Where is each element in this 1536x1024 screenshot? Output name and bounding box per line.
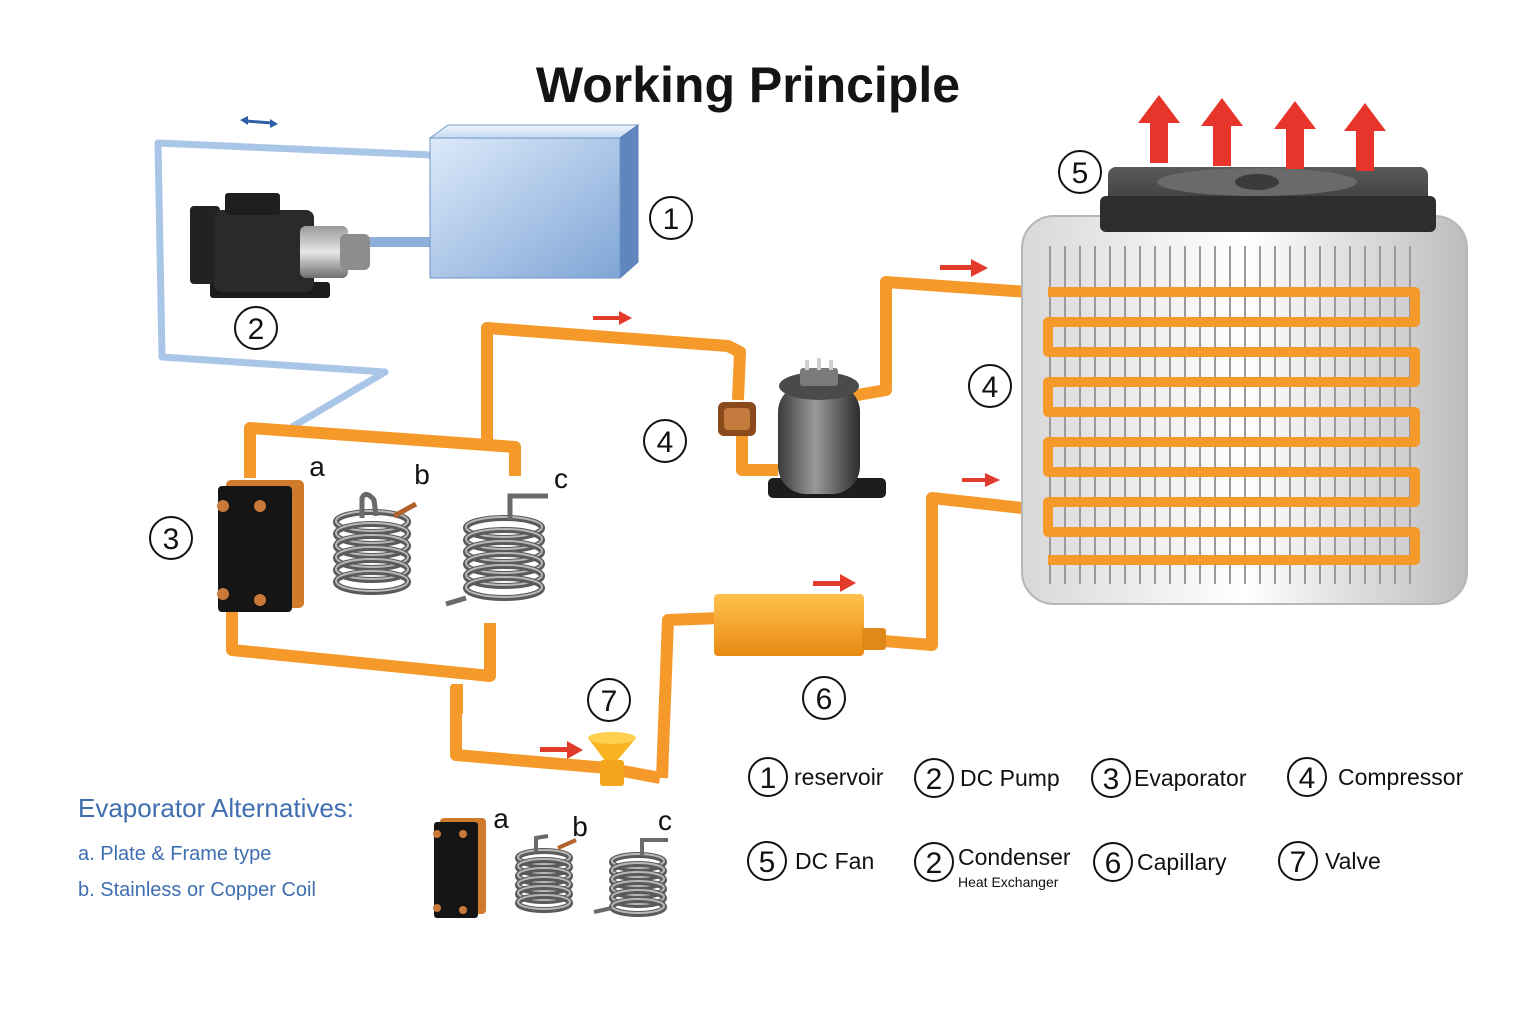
svg-text:4: 4 (657, 426, 674, 459)
svg-text:3: 3 (1103, 763, 1120, 796)
callout-condenser: 4 (968, 364, 1012, 408)
legend-item-evaporator: 3 Evaporator (1091, 758, 1247, 798)
legend-item-reservoir: 1 reservoir (748, 757, 884, 797)
callout-pump: 2 (234, 306, 278, 350)
alt-evaporator-coil-b (515, 834, 577, 913)
page-title: Working Principle (536, 57, 960, 113)
airflow-arrows (1138, 95, 1386, 171)
condenser-coil (1043, 287, 1420, 565)
alt-evaporator-plate (433, 818, 486, 918)
svg-text:6: 6 (816, 683, 833, 716)
alt-label-c: c (658, 805, 672, 836)
svg-text:reservoir: reservoir (794, 764, 884, 790)
svg-text:Valve: Valve (1325, 848, 1381, 874)
valve (588, 732, 636, 786)
variant-label-c: c (554, 463, 568, 494)
reservoir (428, 124, 640, 280)
alt-label-a: a (493, 803, 509, 834)
alt-evaporator-coil-c (593, 838, 668, 917)
callout-reservoir: 1 (649, 196, 693, 240)
alternative-item-b: b. Stainless or Copper Coil (78, 879, 316, 901)
capillary (714, 594, 886, 656)
variant-label-b: b (414, 459, 430, 490)
legend-item-valve: 7 Valve (1278, 841, 1381, 881)
svg-text:7: 7 (1290, 846, 1307, 879)
valve-stub-pipe (451, 684, 463, 714)
legend-item-compressor: 4 Compressor (1287, 757, 1464, 797)
svg-text:Heat Exchanger: Heat Exchanger (958, 874, 1059, 890)
svg-text:1: 1 (760, 762, 777, 795)
condenser (1021, 215, 1468, 605)
legend-item-condenser: 2 Condenser Heat Exchanger (914, 842, 1071, 890)
svg-text:2: 2 (926, 763, 943, 796)
svg-text:Capillary: Capillary (1137, 849, 1227, 875)
evaporator-alternatives: Evaporator Alternatives: a. Plate & Fram… (78, 793, 672, 918)
dc-pump (190, 193, 370, 298)
svg-text:7: 7 (601, 685, 618, 718)
svg-text:Compressor: Compressor (1338, 764, 1464, 790)
water-flow-arrow (240, 116, 278, 128)
svg-text:DC Fan: DC Fan (795, 848, 874, 874)
alt-label-b: b (572, 811, 588, 842)
evaporator-coil-c (445, 493, 548, 607)
svg-text:2: 2 (926, 847, 943, 880)
legend-item-dc-pump: 2 DC Pump (914, 758, 1060, 798)
svg-text:5: 5 (1072, 157, 1089, 190)
svg-text:Evaporator: Evaporator (1134, 765, 1247, 791)
callout-evaporator: 3 (149, 516, 193, 560)
svg-text:4: 4 (1299, 762, 1316, 795)
svg-text:Condenser: Condenser (958, 844, 1071, 870)
variant-label-a: a (309, 451, 325, 482)
legend: 1 reservoir 2 DC Pump 3 Evaporator 4 Com… (747, 757, 1464, 890)
alternative-item-a: a. Plate & Frame type (78, 843, 271, 865)
callout-valve: 7 (587, 678, 631, 722)
dc-fan (1100, 167, 1436, 232)
svg-text:2: 2 (248, 313, 265, 346)
evaporator-plate (217, 480, 304, 612)
legend-item-dc-fan: 5 DC Fan (747, 841, 874, 881)
svg-text:3: 3 (163, 523, 180, 556)
svg-text:5: 5 (759, 846, 776, 879)
svg-text:DC Pump: DC Pump (960, 765, 1060, 791)
svg-text:4: 4 (982, 371, 999, 404)
svg-text:6: 6 (1105, 847, 1122, 880)
svg-text:1: 1 (663, 203, 680, 236)
callout-capillary: 6 (802, 676, 846, 720)
refrigerant-flow-arrows (540, 259, 1000, 759)
compressor (718, 358, 886, 498)
evaporator-coil-b (333, 492, 418, 595)
callout-compressor: 4 (643, 419, 687, 463)
refrigerant-pipe (226, 276, 1041, 784)
legend-item-capillary: 6 Capillary (1093, 842, 1227, 882)
alternatives-title: Evaporator Alternatives: (78, 793, 354, 823)
callout-fan: 5 (1058, 150, 1102, 194)
